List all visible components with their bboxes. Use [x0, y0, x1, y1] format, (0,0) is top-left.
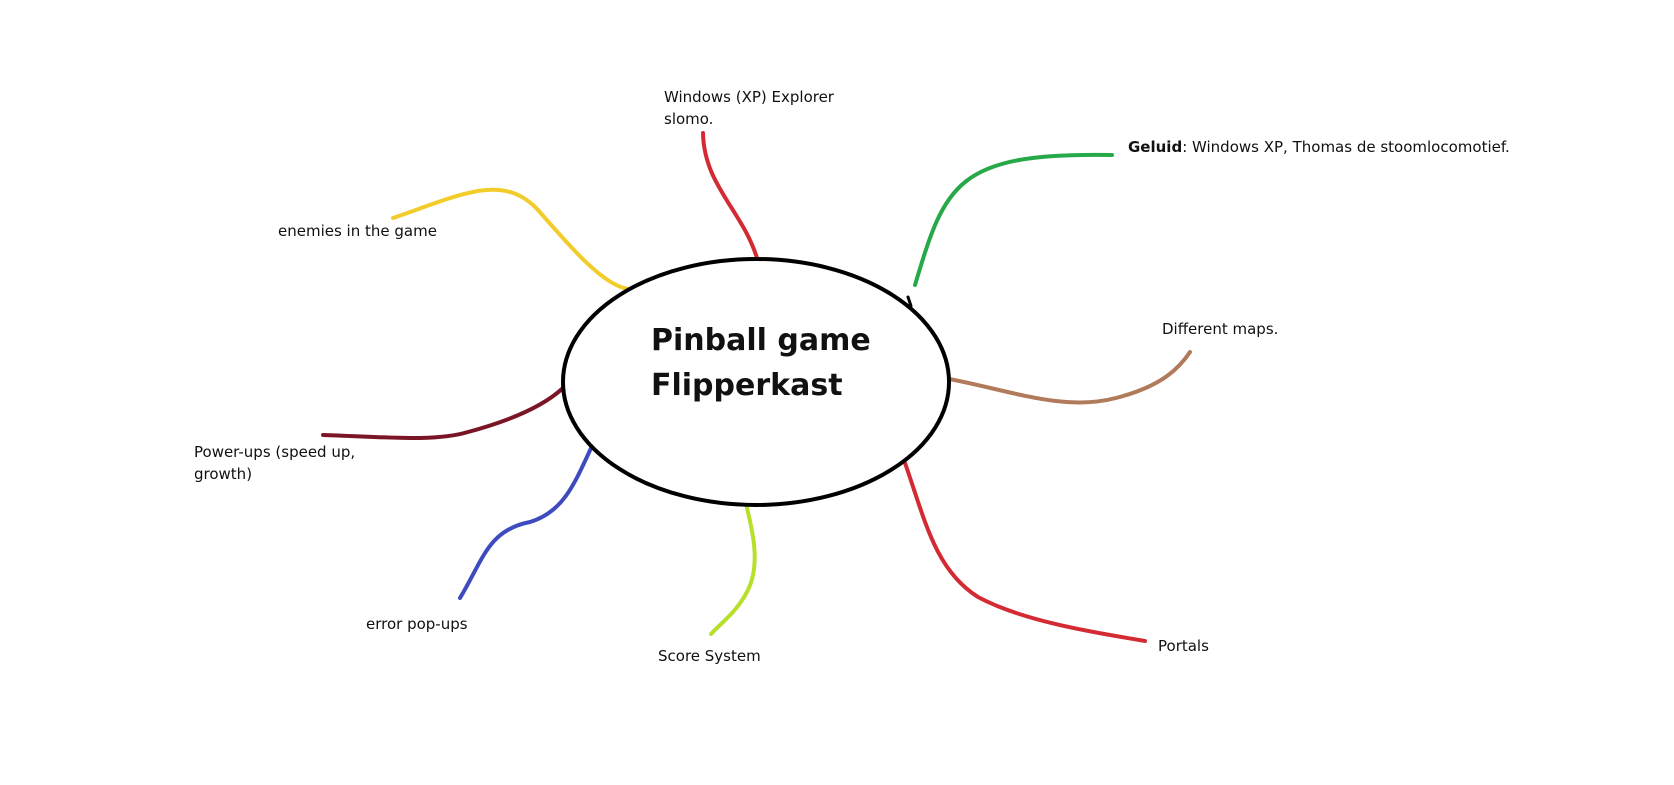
branch-line-explorer: [701, 131, 759, 260]
label-score-line-1: Score System: [658, 647, 761, 665]
label-powerups-line-1: Power-ups (speed up,: [194, 443, 356, 461]
branch-line-enemies: [391, 187, 630, 291]
label-maps: Different maps.: [1162, 318, 1278, 340]
label-geluid: Geluid: Windows XP, Thomas de stoomlocom…: [1128, 136, 1510, 158]
label-errors-line-1: error pop-ups: [366, 615, 468, 633]
label-portals: Portals: [1158, 635, 1209, 657]
branch-line-score: [709, 498, 757, 636]
branch-line-maps: [942, 350, 1192, 405]
label-explorer-line-2: slomo.: [664, 110, 714, 128]
branch-line-portals: [903, 461, 1147, 643]
center-title-line-2: Flipperkast: [651, 368, 843, 403]
label-score: Score System: [658, 645, 761, 667]
label-powerups: Power-ups (speed up, growth): [194, 441, 355, 485]
branch-line-powerups: [321, 386, 565, 441]
label-explorer-line-1: Windows (XP) Explorer: [664, 88, 834, 106]
ellipse-tick-mark: [906, 295, 913, 308]
label-powerups-line-2: growth): [194, 465, 253, 483]
branch-line-geluid: [913, 152, 1114, 287]
branch-line-errors: [458, 444, 594, 600]
label-geluid-bold: Geluid: [1128, 138, 1183, 156]
center-title: Pinball game Flipperkast: [651, 318, 871, 408]
center-title-line-1: Pinball game: [651, 323, 871, 358]
label-portals-line-1: Portals: [1158, 637, 1209, 655]
label-explorer: Windows (XP) Explorer slomo.: [664, 86, 834, 130]
label-enemies-line-1: enemies in the game: [278, 222, 437, 240]
label-errors: error pop-ups: [366, 613, 468, 635]
label-geluid-rest: : Windows XP, Thomas de stoomlocomotief.: [1182, 138, 1510, 156]
center-node-ellipse: [561, 257, 951, 507]
label-enemies: enemies in the game: [278, 220, 437, 242]
label-maps-line-1: Different maps.: [1162, 320, 1279, 338]
